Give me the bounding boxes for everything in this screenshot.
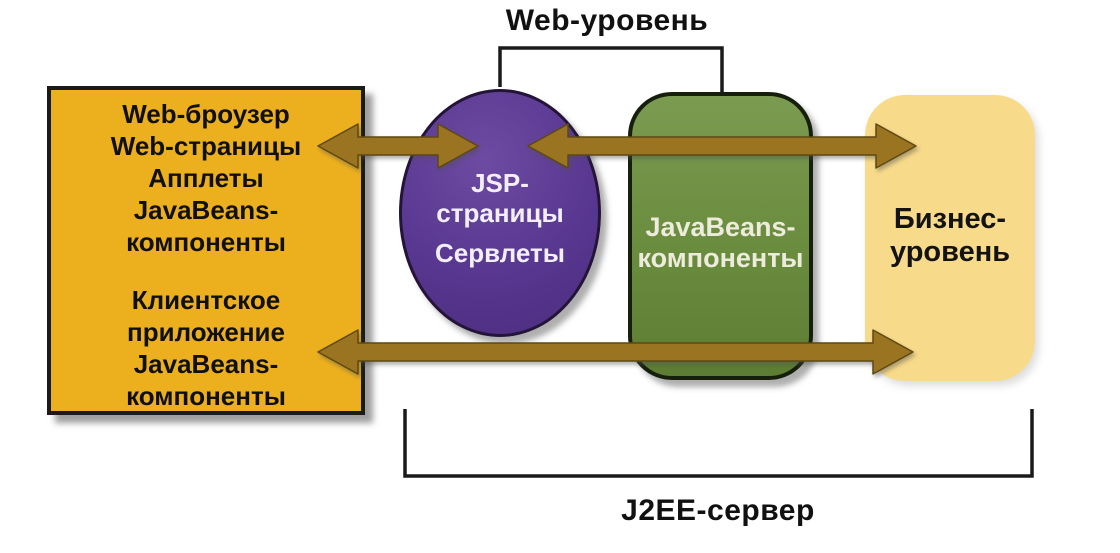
javabeans-box-line: компоненты (637, 243, 804, 273)
client-box-line: Апплеты (148, 163, 264, 193)
jsp-ellipse-line: Сервлеты (435, 238, 565, 268)
jsp-servlets-ellipse: JSP- страницы Сервлеты (399, 89, 601, 337)
j2ee-server-label: J2EE-сервер (621, 494, 815, 527)
client-box-line: Web-страницы (110, 131, 302, 161)
javabeans-components-box: JavaBeans- компоненты (628, 92, 813, 380)
business-tier-box: Бизнес- уровень (865, 95, 1035, 381)
jsp-ellipse-spacer (402, 228, 598, 238)
client-box-line: компоненты (126, 227, 286, 257)
client-box-line: Клиентское (131, 285, 281, 315)
business-box-line: Бизнес- (893, 203, 1007, 235)
jsp-ellipse-line: JSP- (471, 168, 529, 198)
business-box-line: уровень (889, 236, 1011, 268)
client-box-line: приложение (127, 317, 285, 347)
jsp-ellipse-line: страницы (436, 198, 564, 228)
client-box-line: Web-броузер (122, 99, 290, 129)
client-box-line: компоненты (126, 381, 286, 411)
client-box-spacer (51, 258, 361, 284)
javabeans-box-line: JavaBeans- (645, 212, 796, 242)
j2ee-server-bracket (403, 409, 1034, 478)
client-tier-box: Web-броузер Web-страницы Апплеты JavaBea… (47, 86, 365, 415)
web-tier-label: Web-уровень (505, 4, 709, 37)
client-box-line: JavaBeans- (133, 349, 279, 379)
web-tier-bracket (498, 46, 724, 94)
arrow-client-business (317, 329, 914, 375)
client-box-line: JavaBeans- (133, 195, 279, 225)
